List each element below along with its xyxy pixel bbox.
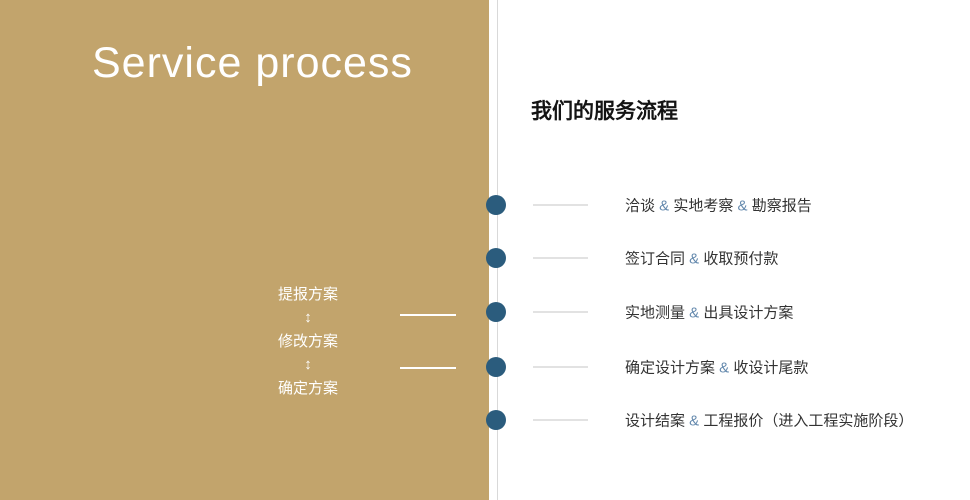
process-row: 洽谈 & 实地考察 & 勘察报告 [533, 195, 812, 216]
process-row: 确定设计方案 & 收设计尾款 [533, 357, 808, 378]
row-text: 签订合同 & 收取预付款 [625, 250, 779, 268]
process-row: 实地测量 & 出具设计方案 [533, 302, 793, 323]
timeline-dot [486, 357, 506, 377]
ampersand-accent: & [719, 359, 730, 377]
gold-panel: Service process 提报方案 ↕ 修改方案 ↕ 确定方案 [0, 0, 489, 500]
page-title: Service process [92, 39, 413, 87]
timeline-dot [486, 302, 506, 322]
row-dash-line [533, 204, 588, 206]
timeline-dot [486, 410, 506, 430]
row-text: 确定设计方案 & 收设计尾款 [625, 359, 809, 377]
ampersand-accent: & [689, 250, 700, 268]
section-title: 我们的服务流程 [531, 100, 678, 123]
plan-step-label: 提报方案 [277, 286, 338, 303]
timeline-dot [486, 248, 506, 268]
connector-line [400, 314, 456, 316]
ampersand-accent: & [689, 412, 700, 430]
row-text: 实地测量 & 出具设计方案 [625, 304, 794, 322]
row-text: 洽谈 & 实地考察 & 勘察报告 [625, 197, 812, 215]
row-dash-line [533, 366, 588, 368]
updown-arrow-icon: ↕ [304, 356, 312, 373]
connector-line [400, 367, 456, 369]
row-dash-line [533, 311, 588, 313]
process-row: 设计结案 & 工程报价（进入工程实施阶段） [533, 410, 913, 431]
timeline-dot [486, 195, 506, 215]
ampersand-accent: & [737, 197, 748, 215]
plan-steps: 提报方案 ↕ 修改方案 ↕ 确定方案 [258, 282, 358, 401]
plan-step-label: 修改方案 [277, 333, 338, 350]
row-text: 设计结案 & 工程报价（进入工程实施阶段） [625, 412, 914, 430]
ampersand-accent: & [659, 197, 670, 215]
row-dash-line [533, 419, 588, 421]
process-row: 签订合同 & 收取预付款 [533, 248, 778, 269]
plan-step-label: 确定方案 [277, 380, 338, 397]
ampersand-accent: & [689, 304, 700, 322]
updown-arrow-icon: ↕ [304, 309, 312, 326]
row-dash-line [533, 257, 588, 259]
